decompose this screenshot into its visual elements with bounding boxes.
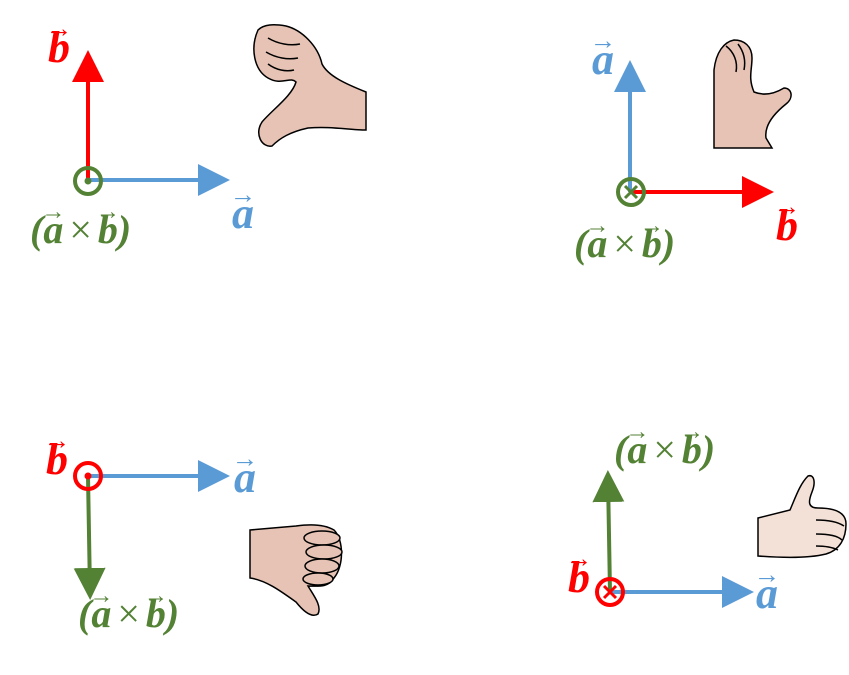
panel-bottom-right	[592, 470, 847, 608]
into-page-symbol	[595, 577, 625, 607]
into-page-cross	[602, 584, 618, 600]
cross-product-arrow	[73, 475, 106, 600]
cross-product-label: (→a×→b)	[574, 212, 676, 266]
out-of-page-symbol	[73, 166, 103, 196]
out-of-page-dot	[84, 472, 92, 480]
cross-product-arrow	[592, 470, 625, 593]
cross-product-label: (→a×→b)	[78, 582, 180, 636]
thumb-up-hand-icon	[757, 474, 847, 559]
vector-b-label: →b	[565, 542, 593, 602]
panel-top-right	[614, 39, 792, 208]
vector-b-label: →b	[45, 12, 73, 72]
vector-a-label: →a	[589, 24, 617, 84]
thumb-up-hand-icon	[713, 39, 792, 149]
cross-product-label: (→a×→b)	[30, 198, 132, 252]
out-of-page-dot	[84, 177, 92, 185]
out-of-page-symbol	[73, 461, 103, 491]
vector-b-label: →b	[773, 190, 801, 250]
thumb-down-hand-icon	[249, 524, 343, 616]
panel-top-left	[72, 24, 367, 196]
into-page-symbol	[616, 177, 646, 207]
cross-product-label: (→a×→b)	[614, 418, 716, 472]
panel-bottom-left	[73, 460, 343, 616]
vector-b-label: →b	[43, 424, 71, 484]
vector-a-label: →a	[229, 178, 257, 238]
into-page-cross	[623, 184, 639, 200]
vector-a-label: →a	[753, 558, 781, 618]
vector-a-label: →a	[231, 442, 259, 502]
thumb-down-hand-icon	[253, 24, 367, 147]
